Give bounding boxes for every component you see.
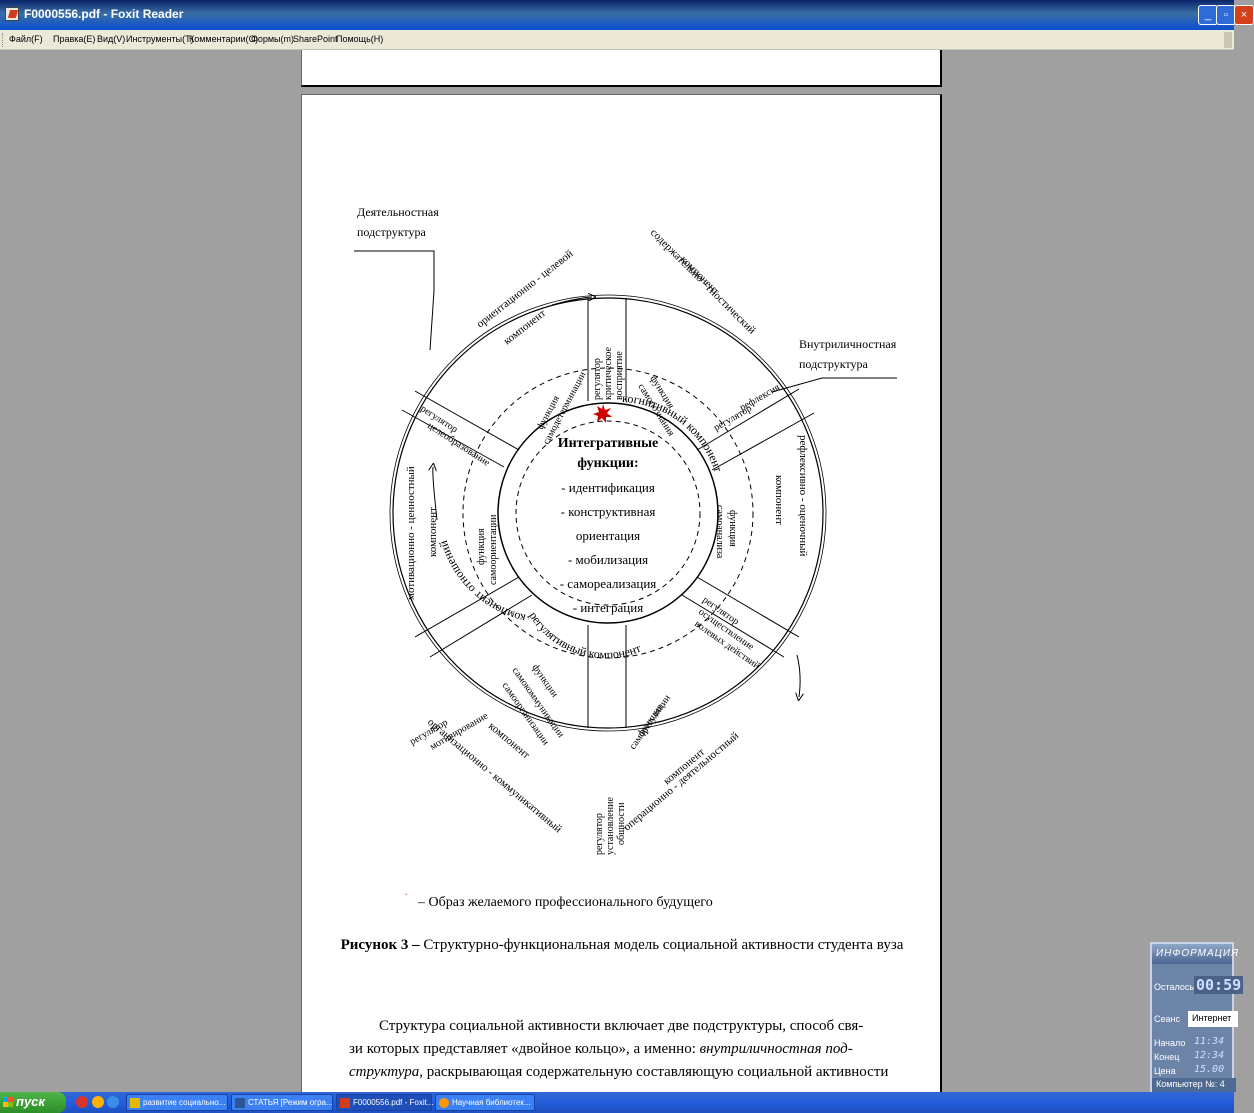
start-label: пуск (16, 1094, 45, 1109)
menu-forms[interactable]: Формы(m) (251, 34, 295, 44)
center-item: - конструктивная (561, 504, 656, 519)
seg-orientation-a: ориентационно - целевой (474, 248, 575, 331)
pdf-page: Деятельностная подструктура Внутриличнос… (301, 94, 942, 1104)
word-icon (235, 1098, 245, 1108)
menu-edit[interactable]: Правка(E) (53, 34, 96, 44)
document-viewport[interactable]: Деятельностная подструктура Внутриличнос… (0, 50, 1234, 1104)
menu-bar: Файл(F) Правка(E) Вид(V) Инструменты(T) … (0, 30, 1234, 50)
remaining-time: 00:59 (1194, 976, 1244, 994)
intrapersonal-label-2: подструктура (799, 357, 868, 371)
task-word-doc-1[interactable]: развитие социально... (126, 1094, 228, 1111)
menu-file[interactable]: Файл(F) (9, 34, 43, 44)
reg-community-b: установление (605, 797, 616, 855)
figure-legend: – Образ желаемого профессионального буду… (418, 895, 713, 910)
intrapersonal-label-1: Внутриличностная (799, 337, 897, 351)
start-label: Начало (1154, 1038, 1186, 1048)
seg-reflexive-b: компонент (773, 475, 785, 525)
folder-icon (130, 1098, 140, 1108)
segment-dividers (401, 298, 815, 728)
price-value: 15.00 (1194, 1064, 1225, 1075)
remaining-label: Осталось (1154, 982, 1195, 992)
legend-star-icon (396, 893, 415, 912)
price-label: Цена (1154, 1066, 1176, 1076)
intrapersonal-callout-line (771, 377, 897, 393)
center-item: - интеграция (573, 600, 643, 615)
previous-page-bottom (301, 50, 942, 87)
start-time: 11:34 (1194, 1036, 1225, 1047)
reg-critical-a: регулятор (592, 358, 603, 400)
reg-reflexion-b: рефлексия (738, 382, 782, 414)
func-selfanalysis-b: самоанализа (714, 505, 725, 559)
end-time: 12:34 (1194, 1050, 1225, 1061)
session-label: Сеанс (1154, 1014, 1180, 1024)
task-browser[interactable]: Научная библиотек... (435, 1094, 535, 1111)
chrome-icon[interactable] (92, 1096, 104, 1108)
quicklaunch-icon[interactable] (107, 1096, 119, 1108)
computer-number: Компьютер №: 4 (1152, 1078, 1236, 1092)
window-title: F0000556.pdf - Foxit Reader (24, 7, 184, 21)
seg-motivational-b: компонент (427, 507, 439, 557)
menu-help[interactable]: Помощь(H) (336, 34, 384, 44)
windows-flag-icon (3, 1097, 13, 1107)
figure-diagram: Деятельностная подструктура Внутриличнос… (354, 205, 897, 912)
func-selforientation-a: функция (476, 528, 487, 565)
session-value: Интернет (1188, 1011, 1238, 1027)
opera-icon[interactable] (76, 1096, 88, 1108)
close-button[interactable]: × (1234, 5, 1254, 25)
func-selfanalysis-a: функция (727, 510, 738, 547)
center-item: - мобилизация (568, 552, 648, 567)
taskbar: пуск развитие социально... СТАТЬЯ [Режим… (0, 1092, 1234, 1113)
seg-motivational-a: мотивационно - ценностный (405, 466, 417, 600)
browser-icon (439, 1098, 449, 1108)
window-title-bar[interactable]: F0000556.pdf - Foxit Reader _ ▫ × (0, 0, 1254, 30)
session-info-panel: ИНФОРМАЦИЯ Осталось 00:59 Сеанс Интернет… (1150, 942, 1244, 1092)
foxit-app-icon (5, 7, 19, 21)
task-word-doc-2[interactable]: СТАТЬЯ [Режим огра... (231, 1094, 333, 1111)
center-item: - самореализация (560, 576, 657, 591)
activity-label-1: Деятельностная (357, 205, 439, 219)
figure-caption: Рисунок 3 – Структурно-функциональная мо… (340, 937, 904, 953)
inner-dashed-ring (515, 420, 701, 606)
center-item: - идентификация (561, 480, 655, 495)
seg-reflexive-a: рефлексивно - оценочный (797, 435, 809, 557)
task-foxit[interactable]: F0000556.pdf - Foxit... (336, 1094, 434, 1111)
center-title-2: функции: (577, 456, 638, 471)
center-item: ориентация (576, 528, 640, 543)
func-selforientation-b: самоориентации (488, 514, 499, 585)
reg-critical-b: критическое (603, 346, 614, 400)
inner-ring (497, 402, 719, 624)
menu-overflow-chevron-icon[interactable] (1224, 32, 1232, 48)
menu-tools[interactable]: Инструменты(T) (126, 34, 194, 44)
maximize-button[interactable]: ▫ (1216, 5, 1236, 25)
menu-grip (2, 33, 5, 47)
star-icon (593, 404, 612, 423)
reg-goal-b: целеобразование (425, 420, 492, 469)
foxit-icon (340, 1098, 350, 1108)
reg-critical-c: восприятие (614, 351, 625, 400)
menu-comments[interactable]: Комментарии(C) (189, 34, 259, 44)
body-paragraph: Структура социальной активности включает… (349, 1018, 889, 1080)
info-header: ИНФОРМАЦИЯ (1152, 944, 1238, 964)
reg-community-a: регулятор (594, 813, 605, 855)
seg-content-b: компонент (678, 254, 722, 298)
seg-orientation-b: компонент (501, 307, 548, 347)
activity-label-2: подструктура (357, 225, 426, 239)
menu-sharepoint[interactable]: SharePoint (293, 34, 338, 44)
activity-callout-line (354, 250, 435, 351)
menu-view[interactable]: Вид(V) (97, 34, 126, 44)
func-selfregulation-b: саморегуляции (627, 692, 673, 751)
reg-community-c: общности (616, 802, 627, 845)
dashed-ring (462, 367, 754, 659)
end-label: Конец (1154, 1052, 1180, 1062)
outer-ring (392, 297, 824, 729)
center-title-1: Интегративные (558, 436, 659, 451)
minimize-button[interactable]: _ (1198, 5, 1218, 25)
seg-organizational-b: компонент (486, 720, 532, 761)
start-button[interactable]: пуск (0, 1092, 66, 1113)
